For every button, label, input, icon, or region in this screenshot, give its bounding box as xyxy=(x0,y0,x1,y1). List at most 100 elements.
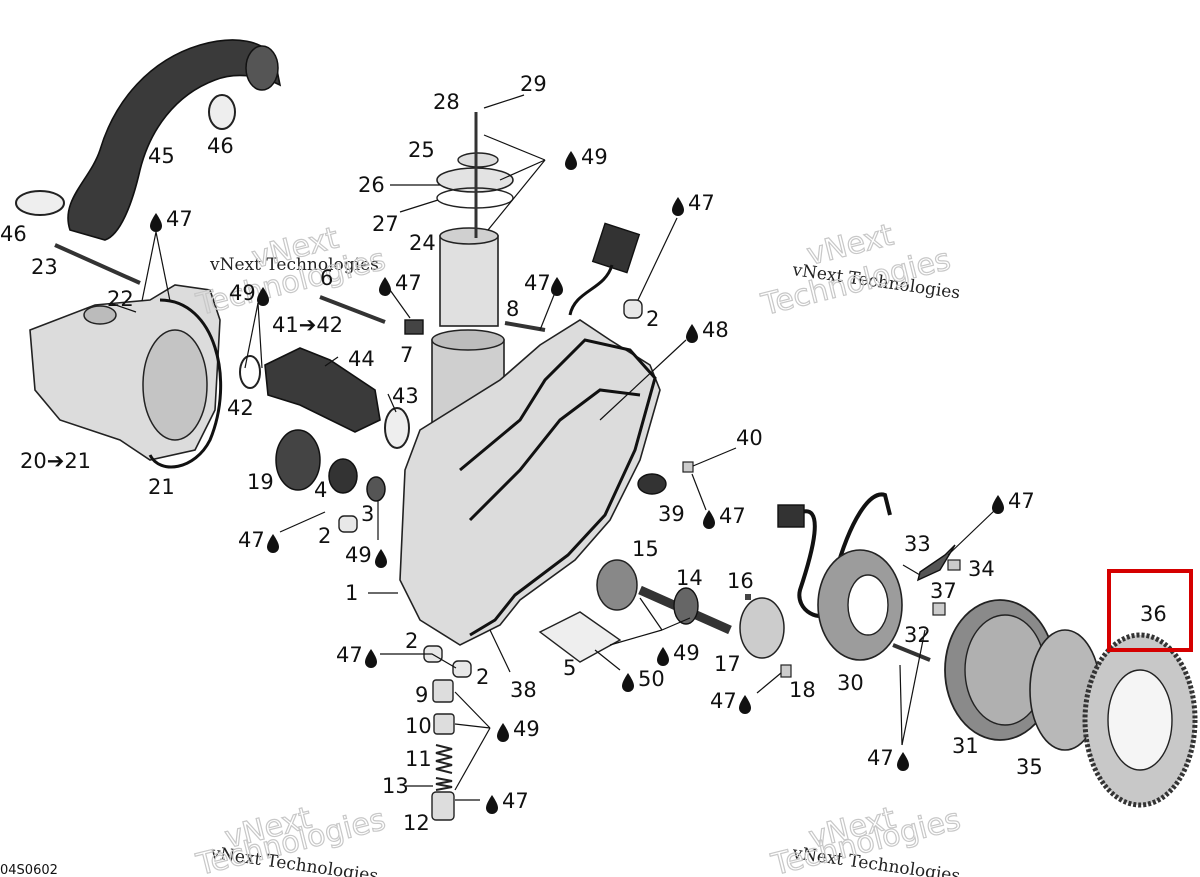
callout-label[interactable]: 24 xyxy=(409,231,436,255)
gasket-38-inner xyxy=(468,388,641,522)
callout-label[interactable]: 9 xyxy=(415,683,428,707)
lubricant-label[interactable]: 47 xyxy=(395,271,422,295)
filter-cartridge-top xyxy=(439,227,499,245)
ring-gear-36-hub xyxy=(1107,669,1173,771)
callout-label[interactable]: 39 xyxy=(658,502,685,526)
gasket-38 xyxy=(459,338,657,637)
lubricant-label[interactable]: 47 xyxy=(1008,489,1035,513)
lubricant-label[interactable]: 47 xyxy=(166,207,193,231)
callout-label[interactable]: 7 xyxy=(400,343,413,367)
callout-label[interactable]: 33 xyxy=(904,532,931,556)
callout-label[interactable]: 35 xyxy=(1016,755,1043,779)
screw-32 xyxy=(892,643,931,662)
screw-16 xyxy=(745,594,751,600)
lubricant-label[interactable]: 48 xyxy=(702,318,729,342)
lubricant-label[interactable]: 49 xyxy=(673,641,700,665)
screw-34 xyxy=(947,559,961,571)
sprag-clutch-15 xyxy=(596,559,638,611)
lubricant-label[interactable]: 49 xyxy=(229,281,256,305)
callout-label[interactable]: 5 xyxy=(563,656,576,680)
callout-label[interactable]: 23 xyxy=(31,255,58,279)
callout-label[interactable]: 42 xyxy=(227,396,254,420)
lubricant-label[interactable]: 49 xyxy=(581,145,608,169)
callout-label[interactable]: 40 xyxy=(736,426,763,450)
spring-11 xyxy=(435,744,453,774)
lubricant-label[interactable]: 49 xyxy=(513,717,540,741)
lubricant-label[interactable]: 47 xyxy=(238,528,265,552)
callout-label[interactable]: 26 xyxy=(358,173,385,197)
callout-label[interactable]: 41➔42 xyxy=(272,313,343,337)
callout-label[interactable]: 46 xyxy=(207,134,234,158)
drop-icon xyxy=(686,324,698,343)
drop-icon xyxy=(703,510,715,529)
callout-label[interactable]: 30 xyxy=(837,671,864,695)
lubricant-label[interactable]: 47 xyxy=(688,191,715,215)
callout-label[interactable]: 11 xyxy=(405,747,432,771)
plug-12 xyxy=(431,791,455,821)
leader-lines xyxy=(109,94,996,801)
plug-2-a xyxy=(623,299,643,319)
drop-icon xyxy=(497,723,509,742)
drop-icon xyxy=(267,534,279,553)
callout-label[interactable]: 34 xyxy=(968,557,995,581)
callout-label[interactable]: 31 xyxy=(952,734,979,758)
callout-label[interactable]: 19 xyxy=(247,470,274,494)
callout-label[interactable]: 32 xyxy=(904,623,931,647)
lubricant-callouts: 47 47 47 47 47 47 47 47 47 47 47 48 xyxy=(150,145,1035,814)
callout-label[interactable]: 18 xyxy=(789,678,816,702)
drop-icon xyxy=(622,673,634,692)
callout-label[interactable]: 28 xyxy=(433,90,460,114)
stator-harness xyxy=(794,509,837,618)
callout-label[interactable]: 21 xyxy=(148,475,175,499)
callout-label[interactable]: 2 xyxy=(476,665,489,689)
callout-label[interactable]: 1 xyxy=(345,581,358,605)
callout-label[interactable]: 46 xyxy=(0,222,27,246)
stator-connector xyxy=(777,504,805,528)
lubricant-label[interactable]: 47 xyxy=(524,271,551,295)
lubricant-label[interactable]: 47 xyxy=(710,689,737,713)
callout-label[interactable]: 29 xyxy=(520,72,547,96)
seal-4 xyxy=(328,458,358,494)
screw-23 xyxy=(54,243,141,285)
callout-label[interactable]: 37 xyxy=(930,579,957,603)
callout-label[interactable]: 6 xyxy=(320,266,333,290)
valve-9 xyxy=(432,679,454,703)
connector-top xyxy=(591,222,641,274)
drop-icon xyxy=(657,647,669,666)
callout-label[interactable]: 8 xyxy=(506,297,519,321)
callout-label[interactable]: 20➔21 xyxy=(20,449,91,473)
callout-label[interactable]: 45 xyxy=(148,144,175,168)
drop-icon xyxy=(486,795,498,814)
callout-label[interactable]: 43 xyxy=(392,384,419,408)
callout-label[interactable]: 12 xyxy=(403,811,430,835)
lubricant-label[interactable]: 49 xyxy=(345,543,372,567)
drop-icon xyxy=(739,695,751,714)
callout-label[interactable]: 38 xyxy=(510,678,537,702)
plate-17 xyxy=(739,597,785,659)
callout-label[interactable]: 15 xyxy=(632,537,659,561)
lubricant-label[interactable]: 47 xyxy=(719,504,746,528)
callout-label[interactable]: 14 xyxy=(676,566,703,590)
callout-label[interactable]: 17 xyxy=(714,652,741,676)
callout-label[interactable]: 44 xyxy=(348,347,375,371)
spring-13 xyxy=(435,777,453,791)
callout-label[interactable]: 3 xyxy=(361,502,374,526)
callout-label[interactable]: 2 xyxy=(318,524,331,548)
callout-label-highlighted[interactable]: 36 xyxy=(1140,602,1167,626)
lubricant-label[interactable]: 47 xyxy=(336,643,363,667)
clamp-43 xyxy=(384,407,410,449)
callout-label[interactable]: 25 xyxy=(408,138,435,162)
callout-label[interactable]: 16 xyxy=(727,569,754,593)
callout-label[interactable]: 2 xyxy=(646,307,659,331)
callout-label[interactable]: 2 xyxy=(405,629,418,653)
drop-icon xyxy=(897,752,909,771)
callout-label[interactable]: 13 xyxy=(382,774,409,798)
callout-label[interactable]: 4 xyxy=(314,478,327,502)
lubricant-label[interactable]: 47 xyxy=(867,746,894,770)
callout-label[interactable]: 10 xyxy=(405,714,432,738)
callout-label[interactable]: 27 xyxy=(372,212,399,236)
lubricant-label[interactable]: 50 xyxy=(638,667,665,691)
callout-label[interactable]: 22 xyxy=(107,287,134,311)
lubricant-label[interactable]: 47 xyxy=(502,789,529,813)
